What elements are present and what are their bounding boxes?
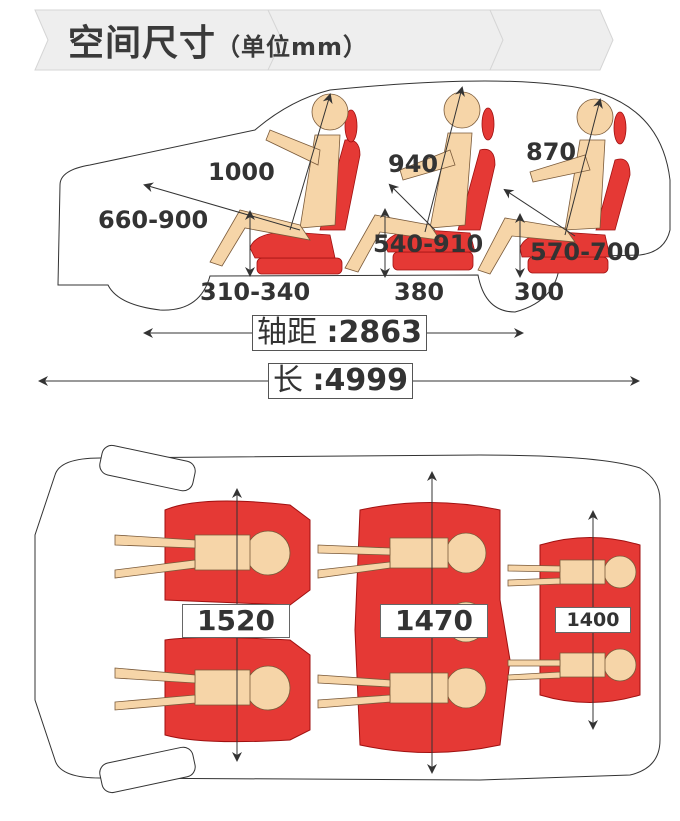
second-headroom: 940 xyxy=(388,150,439,178)
header-banner xyxy=(34,9,614,71)
side-passengers xyxy=(209,91,614,275)
wheelbase-label: 轴距 xyxy=(257,315,317,350)
third-legroom: 570-700 xyxy=(530,238,641,266)
unit-label: （单位mm） xyxy=(216,33,369,61)
wheelbase-box: 轴距 :2863 xyxy=(252,315,428,351)
front-width: 1520 xyxy=(182,604,290,638)
length-box: 长 :4999 xyxy=(268,363,414,399)
second-legroom: 540-910 xyxy=(373,230,484,258)
title-text: 空间尺寸 xyxy=(68,23,217,64)
second-seat-height: 380 xyxy=(394,278,445,306)
second-width: 1470 xyxy=(380,604,488,638)
car-top-outline xyxy=(34,454,661,781)
front-headroom: 1000 xyxy=(208,158,275,186)
front-seat-height: 310-340 xyxy=(200,278,311,306)
car-side-outline xyxy=(57,80,671,313)
third-headroom: 870 xyxy=(526,138,577,166)
third-width: 1400 xyxy=(555,607,631,633)
third-seat-height: 300 xyxy=(514,278,565,306)
length-label: 长 xyxy=(273,363,303,398)
front-legroom: 660-900 xyxy=(98,206,209,234)
mirrors xyxy=(99,444,196,794)
width-arrows xyxy=(232,471,598,774)
wheelbase-value: :2863 xyxy=(326,315,423,350)
page-title: 空间尺寸（单位mm） xyxy=(68,14,368,66)
length-value: :4999 xyxy=(312,363,409,398)
